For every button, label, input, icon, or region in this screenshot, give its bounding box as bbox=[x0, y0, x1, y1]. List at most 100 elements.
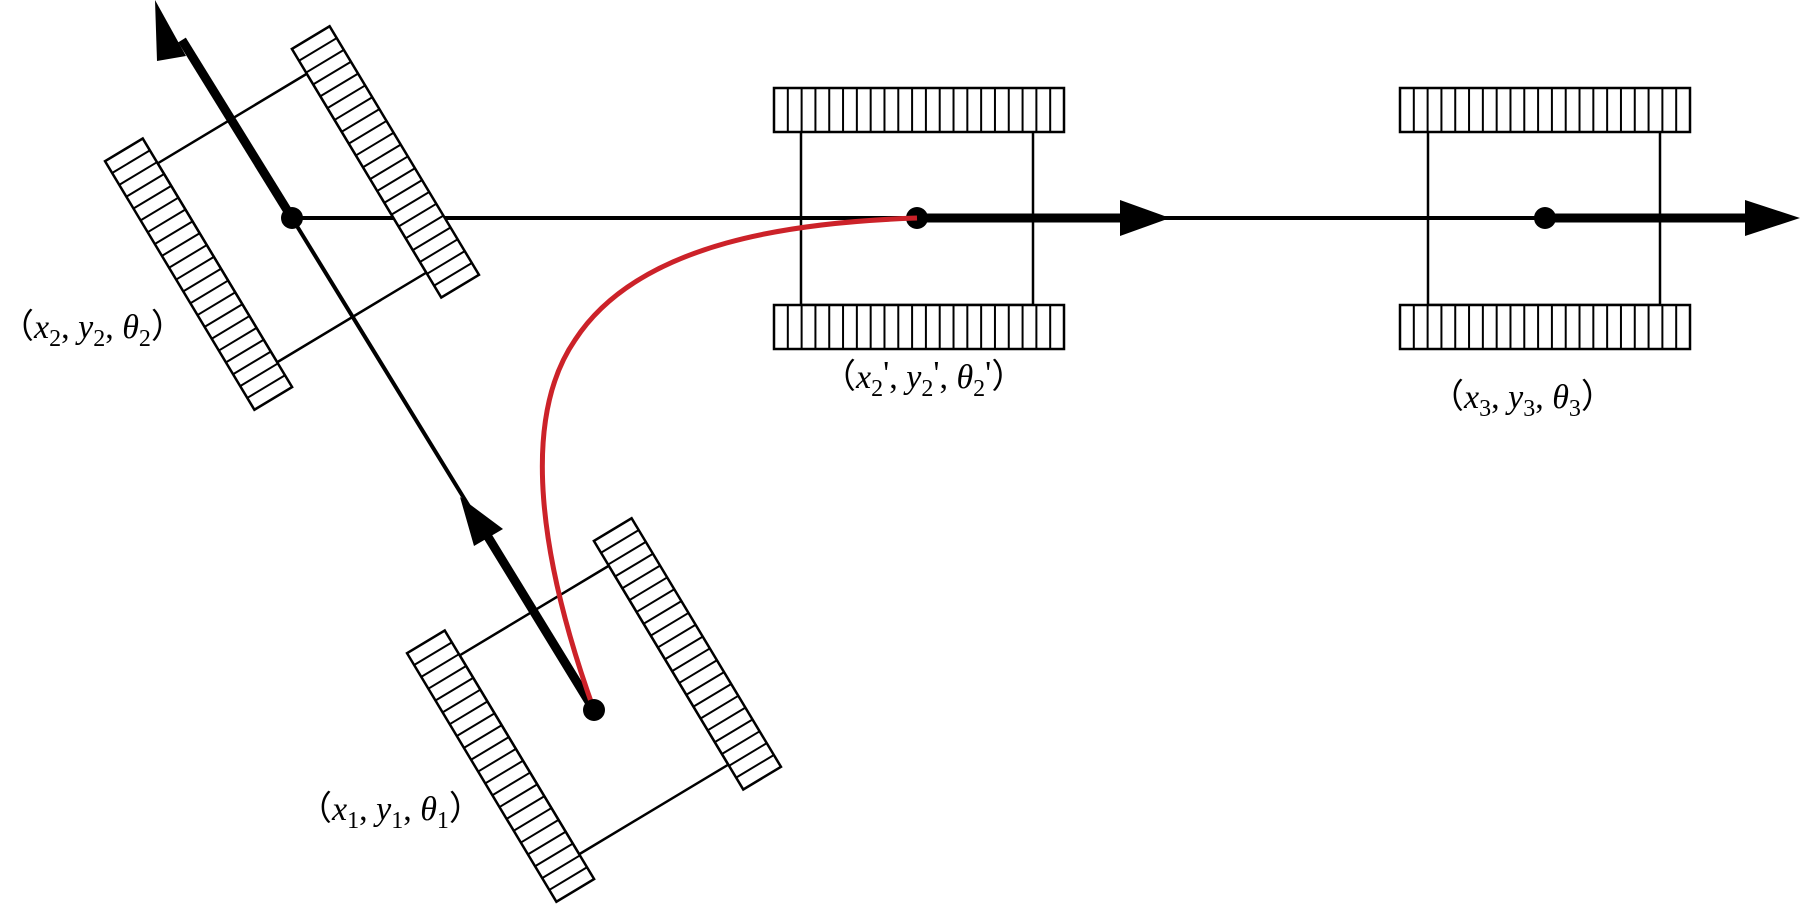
tread-tooth bbox=[246, 374, 286, 399]
tread-tooth bbox=[714, 718, 754, 743]
tread-tooth bbox=[607, 541, 647, 566]
tread-tooth bbox=[239, 362, 279, 387]
tread-outline bbox=[1398, 303, 1692, 351]
tread-tooth bbox=[636, 588, 675, 613]
tread-tooth bbox=[232, 350, 272, 376]
tread-tooth bbox=[534, 842, 574, 868]
tread-outline bbox=[290, 24, 481, 300]
tread-tooth bbox=[498, 783, 538, 808]
robot-pose2p-top-tread bbox=[772, 86, 1066, 134]
tread-tooth bbox=[456, 712, 496, 737]
tread-tooth bbox=[182, 267, 222, 293]
tread-tooth bbox=[520, 819, 560, 844]
tread-tooth bbox=[125, 173, 165, 198]
pose1-heading-arrowhead bbox=[460, 497, 503, 546]
tread-tooth bbox=[664, 635, 704, 661]
tread-tooth bbox=[189, 279, 229, 305]
tread-tooth bbox=[161, 232, 201, 257]
robot-pose1-left-tread bbox=[405, 628, 596, 904]
pose2p-heading-arrowhead bbox=[1120, 200, 1170, 236]
tread-tooth bbox=[111, 149, 151, 174]
tread-outline bbox=[592, 516, 783, 792]
tread-tooth bbox=[405, 214, 444, 240]
robot-pose2-right-tread bbox=[290, 24, 481, 300]
tread-tooth bbox=[390, 191, 430, 216]
tread-tooth bbox=[305, 49, 345, 74]
tread-tooth bbox=[225, 338, 265, 364]
tread-outline bbox=[1398, 86, 1692, 134]
tread-tooth bbox=[484, 759, 524, 785]
tread-tooth bbox=[376, 167, 416, 192]
tread-tooth bbox=[707, 706, 746, 732]
tread-tooth bbox=[470, 736, 510, 761]
tread-tooth bbox=[419, 238, 459, 263]
tread-tooth bbox=[348, 120, 388, 145]
tread-tooth bbox=[728, 742, 768, 767]
tread-tooth bbox=[218, 327, 258, 352]
tread-tooth bbox=[614, 552, 654, 578]
tread-tooth bbox=[140, 196, 179, 222]
tread-tooth bbox=[412, 226, 452, 251]
tread-tooth bbox=[685, 671, 725, 696]
tread-tooth bbox=[434, 677, 474, 702]
robot-pose2p-bottom-tread bbox=[772, 303, 1066, 351]
tread-tooth bbox=[671, 647, 711, 672]
tread-tooth bbox=[477, 748, 517, 773]
tread-outline bbox=[405, 628, 596, 904]
tread-tooth bbox=[211, 315, 250, 340]
label-pose2: （x2, y2, θ2） bbox=[0, 308, 185, 352]
tread-tooth bbox=[334, 96, 373, 121]
tread-tooth bbox=[700, 694, 739, 720]
tread-tooth bbox=[362, 143, 402, 169]
tread-tooth bbox=[541, 854, 581, 879]
robot-pose1-right-tread bbox=[592, 516, 783, 792]
tread-tooth bbox=[147, 208, 186, 234]
pose1-heading-shaft bbox=[481, 529, 598, 713]
tread-tooth bbox=[650, 612, 690, 637]
tread-tooth bbox=[196, 291, 236, 316]
tread-tooth bbox=[527, 830, 567, 856]
tread-tooth bbox=[643, 600, 682, 625]
tread-tooth bbox=[154, 220, 194, 245]
robot-pose3-center bbox=[1534, 207, 1556, 229]
tread-tooth bbox=[204, 303, 243, 328]
tread-outline bbox=[103, 136, 294, 412]
pose2-heading-arrowhead bbox=[155, 0, 186, 61]
tread-tooth bbox=[463, 724, 503, 749]
tread-tooth bbox=[628, 576, 668, 601]
pose1-center bbox=[583, 699, 605, 721]
tread-tooth bbox=[298, 37, 338, 62]
tread-tooth bbox=[413, 641, 453, 666]
tread-outline bbox=[772, 303, 1066, 351]
tread-tooth bbox=[449, 700, 488, 726]
robot-pose3-bottom-tread bbox=[1398, 303, 1692, 351]
robot-pose2 bbox=[103, 24, 481, 412]
tread-tooth bbox=[506, 795, 545, 820]
robot-pose1 bbox=[405, 516, 783, 904]
tread-tooth bbox=[513, 807, 552, 832]
tread-tooth bbox=[132, 185, 172, 210]
tread-tooth bbox=[319, 72, 359, 98]
tread-tooth bbox=[369, 155, 409, 180]
tread-tooth bbox=[721, 730, 761, 755]
tread-tooth bbox=[398, 202, 437, 228]
tread-tooth bbox=[491, 771, 531, 797]
label-pose3: （x3, y3, θ3） bbox=[1430, 378, 1615, 422]
tread-tooth bbox=[657, 623, 697, 649]
tread-tooth bbox=[326, 84, 366, 109]
tread-tooth bbox=[118, 161, 158, 186]
tread-tooth bbox=[420, 653, 460, 678]
tread-tooth bbox=[383, 179, 423, 204]
tread-tooth bbox=[600, 529, 640, 554]
tread-tooth bbox=[433, 262, 473, 287]
robot-pose2-left-tread bbox=[103, 136, 294, 412]
tread-tooth bbox=[168, 244, 208, 269]
tread-tooth bbox=[175, 256, 215, 281]
robot-pose3-top-tread bbox=[1398, 86, 1692, 134]
tread-tooth bbox=[442, 688, 481, 714]
tread-tooth bbox=[355, 131, 395, 157]
tread-tooth bbox=[621, 564, 661, 590]
transition-path bbox=[539, 215, 918, 711]
tread-tooth bbox=[427, 665, 467, 690]
